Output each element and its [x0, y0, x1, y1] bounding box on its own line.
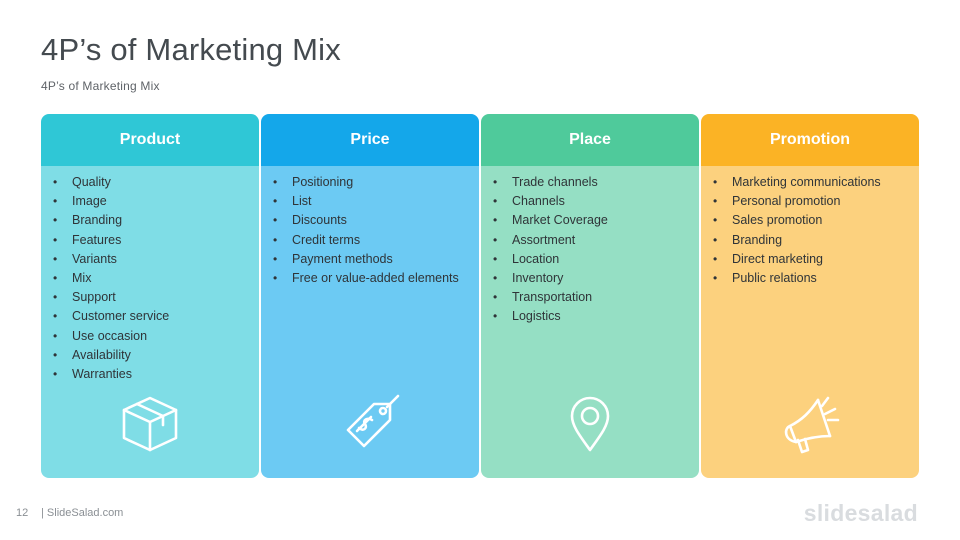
promotion-column: Promotion Marketing communicationsPerson… [701, 114, 919, 478]
page-number: 12 [16, 507, 29, 519]
price-column: Price PositioningListDiscountsCredit ter… [261, 114, 479, 478]
list-item: Branding [53, 211, 251, 230]
list-item: Free or value-added elements [273, 269, 471, 288]
list-item: Trade channels [493, 173, 691, 192]
list-item: Use occasion [53, 327, 251, 346]
source-credit: | SlideSalad.com [41, 507, 124, 519]
product-list: QualityImageBrandingFeaturesVariantsMixS… [41, 166, 259, 384]
brand-logo: slidesalad [803, 500, 918, 526]
list-item: Variants [53, 250, 251, 269]
location-pin-icon [558, 392, 622, 456]
promotion-list: Marketing communicationsPersonal promoti… [701, 166, 919, 288]
price-tag-icon [338, 392, 402, 456]
slide-title: 4P’s of Marketing Mix [41, 32, 341, 67]
list-item: Image [53, 192, 251, 211]
list-item: Mix [53, 269, 251, 288]
place-body: Trade channelsChannelsMarket CoverageAss… [481, 166, 699, 478]
list-item: Quality [53, 173, 251, 192]
list-item: Features [53, 231, 251, 250]
list-item: Personal promotion [713, 192, 911, 211]
slide-subtitle: 4P’s of Marketing Mix [41, 79, 160, 93]
list-item: Transportation [493, 288, 691, 307]
list-item: Customer service [53, 307, 251, 326]
place-column: Place Trade channelsChannelsMarket Cover… [481, 114, 699, 478]
list-item: Channels [493, 192, 691, 211]
list-item: Warranties [53, 365, 251, 384]
list-item: Positioning [273, 173, 471, 192]
box-icon [118, 392, 182, 456]
list-item: Market Coverage [493, 211, 691, 230]
price-header: Price [261, 114, 479, 166]
promotion-header: Promotion [701, 114, 919, 166]
list-item: Support [53, 288, 251, 307]
megaphone-icon [778, 392, 842, 456]
list-item: Direct marketing [713, 250, 911, 269]
list-item: Sales promotion [713, 211, 911, 230]
list-item: Branding [713, 231, 911, 250]
list-item: Assortment [493, 231, 691, 250]
product-body: QualityImageBrandingFeaturesVariantsMixS… [41, 166, 259, 478]
product-column: Product QualityImageBrandingFeaturesVari… [41, 114, 259, 478]
list-item: Location [493, 250, 691, 269]
marketing-mix-columns: Product QualityImageBrandingFeaturesVari… [41, 114, 919, 478]
list-item: Availability [53, 346, 251, 365]
price-list: PositioningListDiscountsCredit termsPaym… [261, 166, 479, 288]
list-item: Public relations [713, 269, 911, 288]
list-item: Credit terms [273, 231, 471, 250]
promotion-body: Marketing communicationsPersonal promoti… [701, 166, 919, 478]
list-item: Logistics [493, 307, 691, 326]
list-item: Payment methods [273, 250, 471, 269]
price-body: PositioningListDiscountsCredit termsPaym… [261, 166, 479, 478]
list-item: Inventory [493, 269, 691, 288]
place-list: Trade channelsChannelsMarket CoverageAss… [481, 166, 699, 327]
list-item: Marketing communications [713, 173, 911, 192]
product-header: Product [41, 114, 259, 166]
list-item: List [273, 192, 471, 211]
place-header: Place [481, 114, 699, 166]
list-item: Discounts [273, 211, 471, 230]
